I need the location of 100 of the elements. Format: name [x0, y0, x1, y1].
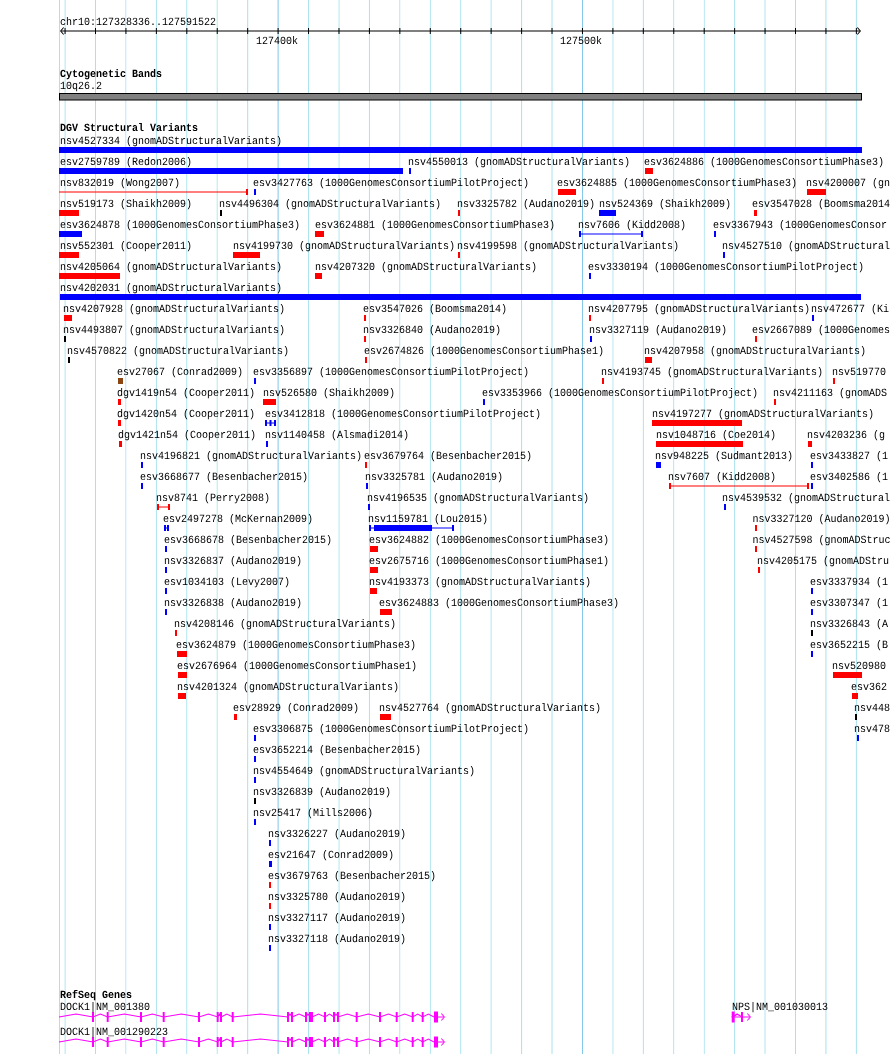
- variant-label: nsv3326838 (Audano2019): [164, 598, 301, 609]
- variant-label: nsv3326843 (A: [810, 619, 888, 630]
- variant-label: esv3624881 (1000GenomesConsortiumPhase3): [315, 220, 554, 231]
- variant-label: nsv7607 (Kidd2008): [668, 472, 775, 483]
- variant-label: esv3337934 (1: [810, 577, 888, 588]
- variant-label: esv3652215 (B: [810, 640, 888, 651]
- variant-label: esv3624882 (1000GenomesConsortiumPhase3): [369, 535, 608, 546]
- variant-label: esv3307347 (1: [810, 598, 888, 609]
- variant-label: nsv4203236 (g: [807, 430, 885, 441]
- variant-label: nsv526580 (Shaikh2009): [263, 388, 394, 399]
- variant-label: esv2497278 (McKernan2009): [163, 514, 312, 525]
- variant-label: esv3624886 (1000GenomesConsortiumPhase3): [644, 157, 883, 168]
- variant-label: nsv552301 (Cooper2011): [60, 241, 191, 252]
- variant-label: nsv4199598 (gnomADStructuralVariants): [457, 241, 678, 252]
- variant-label: esv3353966 (1000GenomesConsortiumPilotProject): [482, 388, 757, 399]
- variant-label: nsv4205064 (gnomADStructuralVariants): [60, 262, 281, 273]
- variant-label: nsv4193373 (gnomADStructuralVariants): [369, 577, 590, 588]
- variant-label: nsv519770: [832, 367, 886, 376]
- variant-label: esv3412818 (1000GenomesConsortiumPilotProject): [265, 409, 540, 420]
- variant-label: esv3624885 (1000GenomesConsortiumPhase3): [557, 178, 796, 189]
- variant-label: nsv448: [854, 703, 890, 712]
- variant-label: nsv3327119 (Audano2019): [589, 325, 726, 336]
- variant-label: nsv4193745 (gnomADStructuralVariants): [601, 367, 822, 378]
- variant-label: nsv4527598 (gnomADStruc: [753, 535, 890, 546]
- gene-label: DOCK1|NM_001290223: [60, 1027, 168, 1038]
- variant-label: nsv4550013 (gnomADStructuralVariants): [408, 157, 629, 168]
- variant-label: nsv4207958 (gnomADStructuralVariants): [644, 346, 865, 357]
- variant-label: nsv4527510 (gnomADStructural: [722, 241, 890, 252]
- variant-label: nsv25417 (Mills2006): [253, 808, 372, 819]
- variant-label: esv3668677 (Besenbacher2015): [140, 472, 307, 483]
- variant-label: nsv4207928 (gnomADStructuralVariants): [63, 304, 284, 315]
- variant-label: esv3668678 (Besenbacher2015): [164, 535, 331, 546]
- variant-label: esv3367943 (1000GenomesConsor: [713, 220, 887, 231]
- variant-label: nsv4493807 (gnomADStructuralVariants): [63, 325, 284, 336]
- variant-label: esv27067 (Conrad2009): [117, 367, 242, 378]
- variant-label: nsv4196535 (gnomADStructuralVariants): [367, 493, 588, 504]
- variant-label: nsv4570822 (gnomADStructuralVariants): [67, 346, 288, 357]
- variant-label: esv3433827 (1: [810, 451, 888, 462]
- variant-label: esv28929 (Conrad2009): [233, 703, 358, 714]
- variant-label: nsv7606 (Kidd2008): [578, 220, 685, 231]
- gene-label: DOCK1|NM_001380: [60, 1002, 150, 1013]
- variant-label: esv3427763 (1000GenomesConsortiumPilotProject): [253, 178, 528, 189]
- variant-label: dgv1419n54 (Cooper2011): [117, 388, 254, 399]
- variant-label: esv2667089 (1000Genomes: [752, 325, 890, 336]
- variant-label: nsv4554649 (gnomADStructuralVariants): [253, 766, 474, 777]
- variant-label: nsv4208146 (gnomADStructuralVariants): [174, 619, 395, 630]
- band-label: 10q26.2: [60, 81, 102, 92]
- tick-label: 127500k: [560, 36, 602, 45]
- variant-label: nsv4527334 (gnomADStructuralVariants): [60, 136, 281, 147]
- variant-label: nsv4205175 (gnomADStru: [757, 556, 889, 567]
- variant-label: esv2675716 (1000GenomesConsortiumPhase1): [369, 556, 608, 567]
- variant-label: nsv3326837 (Audano2019): [164, 556, 301, 567]
- variant-label: dgv1420n54 (Cooper2011): [117, 409, 254, 420]
- variant-label: nsv1048716 (Coe2014): [656, 430, 775, 441]
- variant-label: nsv1159781 (Lou2015): [368, 514, 487, 525]
- variant-label: nsv4199730 (gnomADStructuralVariants): [233, 241, 454, 252]
- variant-label: nsv3325782 (Audano2019): [457, 199, 594, 210]
- variant-label: esv3679764 (Besenbacher2015): [364, 451, 531, 462]
- variant-label: esv2674826 (1000GenomesConsortiumPhase1): [364, 346, 603, 357]
- variant-label: nsv524369 (Shaikh2009): [599, 199, 730, 210]
- variant-label: esv3652214 (Besenbacher2015): [253, 745, 420, 756]
- variant-label: nsv472677 (Ki: [811, 304, 889, 315]
- variant-label: esv3356897 (1000GenomesConsortiumPilotProject): [253, 367, 528, 378]
- variant-label: nsv4539532 (gnomADStructural: [722, 493, 890, 504]
- variant-label: nsv4207795 (gnomADStructuralVariants): [588, 304, 809, 315]
- variant-label: nsv4496304 (gnomADStructuralVariants): [219, 199, 440, 210]
- variant-label: esv3679763 (Besenbacher2015): [268, 871, 435, 882]
- variant-label: nsv478: [854, 724, 890, 733]
- variant-label: esv21647 (Conrad2009): [268, 850, 393, 861]
- variant-label: esv2759789 (Redon2006): [60, 157, 191, 168]
- track-title: DGV Structural Variants: [60, 123, 198, 132]
- variant-label: nsv4202031 (gnomADStructuralVariants): [60, 283, 281, 294]
- variant-label: nsv3326840 (Audano2019): [363, 325, 500, 336]
- track-title: Cytogenetic Bands: [60, 69, 162, 80]
- variant-label: esv3624883 (1000GenomesConsortiumPhase3): [379, 598, 618, 609]
- track-title: RefSeq Genes: [60, 989, 132, 1001]
- variant-label: esv3624878 (1000GenomesConsortiumPhase3): [60, 220, 299, 231]
- variant-label: nsv4197277 (gnomADStructuralVariants): [652, 409, 873, 420]
- variant-label: esv362: [851, 682, 887, 691]
- variant-label: nsv8741 (Perry2008): [156, 493, 269, 504]
- variant-label: nsv4527764 (gnomADStructuralVariants): [379, 703, 600, 714]
- tick-label: 127400k: [256, 36, 298, 45]
- variant-label: nsv3326227 (Audano2019): [268, 829, 405, 840]
- variant-label: nsv4207320 (gnomADStructuralVariants): [315, 262, 536, 273]
- location-label: chr10:127328336..127591522: [60, 17, 216, 26]
- variant-label: nsv948225 (Sudmant2013): [655, 451, 792, 462]
- variant-label: nsv4201324 (gnomADStructuralVariants): [177, 682, 398, 693]
- variant-label: esv3330194 (1000GenomesConsortiumPilotProject): [588, 262, 863, 273]
- variant-label: esv3547028 (Boomsma2014: [752, 199, 890, 210]
- variant-label: nsv3327118 (Audano2019): [268, 934, 405, 945]
- variant-label: nsv3327117 (Audano2019): [268, 913, 405, 924]
- variant-label: esv3402586 (1: [810, 472, 888, 483]
- variant-label: nsv4196821 (gnomADStructuralVariants): [140, 451, 361, 462]
- variant-label: nsv3327120 (Audano2019): [753, 514, 889, 525]
- variant-label: nsv1140458 (Alsmadi2014): [265, 430, 408, 441]
- gene-label: NPS|NM_001030013: [732, 1002, 828, 1013]
- variant-label: esv3624879 (1000GenomesConsortiumPhase3): [176, 640, 415, 651]
- variant-label: nsv3326839 (Audano2019): [253, 787, 390, 798]
- variant-label: esv3306875 (1000GenomesConsortiumPilotProject): [253, 724, 528, 735]
- variant-label: esv3547026 (Boomsma2014): [363, 304, 506, 315]
